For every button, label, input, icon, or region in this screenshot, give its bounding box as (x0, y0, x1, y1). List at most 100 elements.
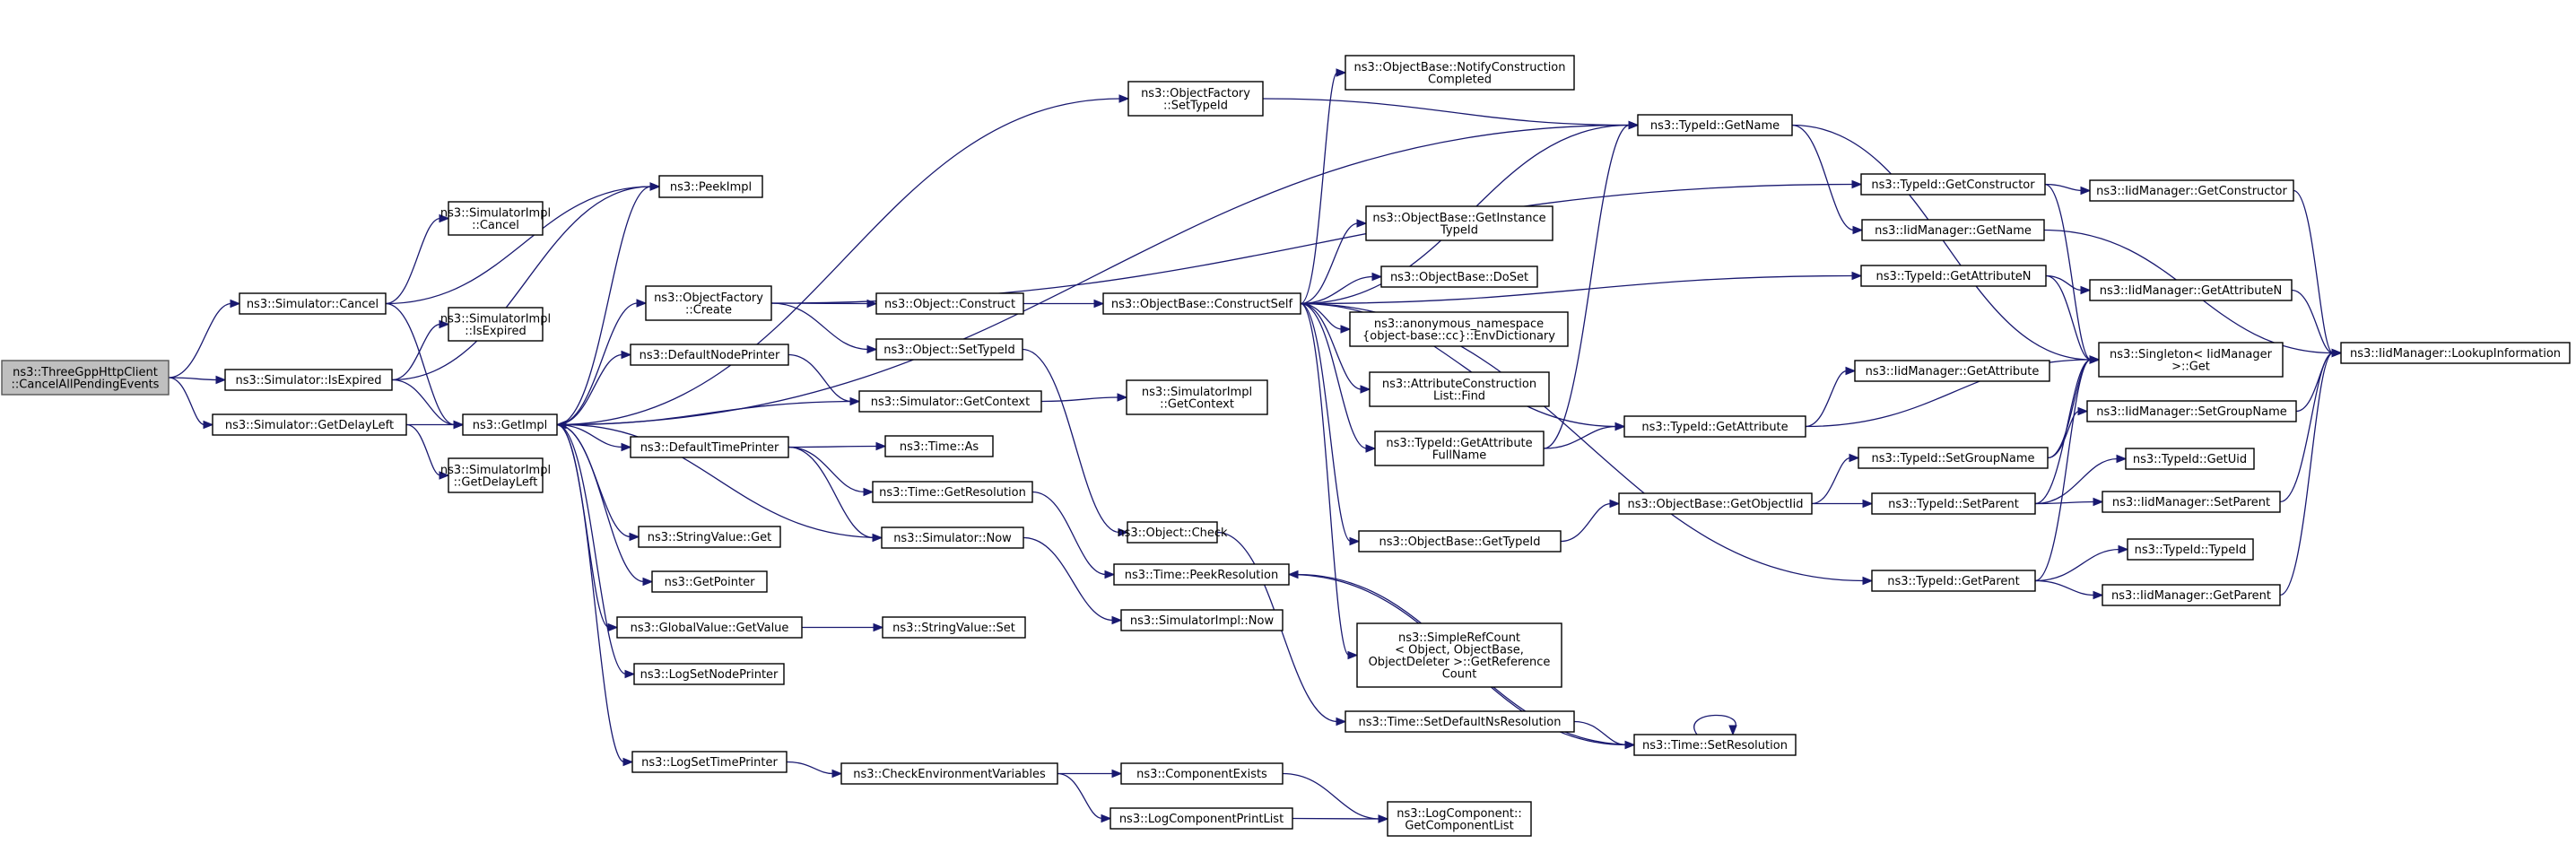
edge-arrowhead (1862, 576, 1874, 586)
node-sim-isexpired[interactable]: ns3::Simulator::IsExpired (224, 369, 393, 391)
edge-line (1300, 274, 1854, 305)
node-typeid-getparent[interactable]: ns3::TypeId::GetParent (1871, 570, 2036, 592)
edge-iidmanager-getconstructor-to-iidmanager-lookupinformation (2293, 189, 2343, 358)
edge-typeid-getname-to-singleton-get (1791, 124, 2101, 364)
node-logsettimeprinter[interactable]: ns3::LogSetTimePrinter (631, 751, 788, 773)
node-object-check[interactable]: ns3::Object::Check (1117, 521, 1228, 544)
edge-objbase-constructself-to-objbase-doset (1300, 272, 1383, 305)
node-typeid-typeid[interactable]: ns3::TypeId::TypeId (2127, 538, 2254, 561)
node-objbase-doset[interactable]: ns3::ObjectBase::DoSet (1380, 265, 1538, 288)
node-typeid-getuid[interactable]: ns3::TypeId::GetUid (2125, 448, 2255, 470)
node-time-setresolution[interactable]: ns3::Time::SetResolution (1633, 734, 1797, 756)
edge-arrowhead (1336, 717, 1347, 727)
node-box (651, 570, 768, 593)
node-simimpl-isexpired[interactable]: ns3::SimulatorImpl::IsExpired (440, 307, 551, 342)
edge-arrowhead (1728, 725, 1737, 736)
node-typeid-getconstructor[interactable]: ns3::TypeId::GetConstructor (1860, 173, 2046, 196)
node-label: ns3::AttributeConstruction (1382, 378, 1536, 391)
node-objfactory-create[interactable]: ns3::ObjectFactory::Create (645, 285, 772, 321)
node-simimpl-getdelayleft[interactable]: ns3::SimulatorImpl::GetDelayLeft (440, 457, 551, 493)
node-root[interactable]: ns3::ThreeGppHttpClient::CancelAllPendin… (1, 360, 170, 396)
node-iidmanager-getname[interactable]: ns3::IidManager::GetName (1861, 219, 2045, 241)
node-iidmanager-getattribute[interactable]: ns3::IidManager::GetAttribute (1854, 360, 2050, 382)
node-simplerefcount[interactable]: ns3::SimpleRefCount< Object, ObjectBase,… (1356, 622, 1562, 688)
node-box (1871, 492, 2036, 515)
edge-objbase-constructself-to-envdictionary (1300, 302, 1352, 334)
node-iidmanager-setgroupname[interactable]: ns3::IidManager::SetGroupName (2086, 400, 2297, 422)
node-logcomponentprintlist[interactable]: ns3::LogComponentPrintList (1110, 807, 1293, 830)
node-sim-getcontext[interactable]: ns3::Simulator::GetContext (858, 390, 1042, 413)
node-label: ns3::IidManager::GetConstructor (2096, 185, 2287, 198)
node-box (2340, 342, 2571, 364)
node-logcomponent-getcomponentlist[interactable]: ns3::LogComponent::GetComponentList (1387, 801, 1532, 837)
node-box (1618, 492, 1813, 515)
node-box (2102, 584, 2281, 606)
node-objbase-gettypeid[interactable]: ns3::ObjectBase::GetTypeId (1358, 530, 1562, 553)
node-time-peekresolution[interactable]: ns3::Time::PeekResolution (1113, 563, 1290, 586)
node-box (1356, 622, 1562, 688)
node-defaultnodeprinter[interactable]: ns3::DefaultNodePrinter (630, 344, 789, 366)
node-time-setdefaultnsresolution[interactable]: ns3::Time::SetDefaultNsResolution (1345, 710, 1575, 733)
node-typeid-setparent[interactable]: ns3::TypeId::SetParent (1871, 492, 2036, 515)
edge-arrowhead (1118, 527, 1129, 537)
node-getpointer[interactable]: ns3::GetPointer (651, 570, 768, 593)
node-iidmanager-getconstructor[interactable]: ns3::IidManager::GetConstructor (2089, 179, 2294, 202)
node-sim-now[interactable]: ns3::Simulator::Now (881, 526, 1024, 549)
node-simimpl-cancel[interactable]: ns3::SimulatorImpl::Cancel (440, 201, 551, 236)
edge-arrowhead (1851, 271, 1863, 281)
node-iidmanager-lookupinformation[interactable]: ns3::IidManager::LookupInformation (2340, 342, 2571, 364)
node-time-getresolution[interactable]: ns3::Time::GetResolution (872, 481, 1033, 503)
node-time-as[interactable]: ns3::Time::As (884, 435, 994, 457)
node-iidmanager-getparent[interactable]: ns3::IidManager::GetParent (2102, 584, 2281, 606)
edge-arrowhead (439, 213, 450, 223)
node-logsetnodeprinter[interactable]: ns3::LogSetNodePrinter (633, 663, 785, 685)
node-objbase-notifyconstruction[interactable]: ns3::ObjectBase::NotifyConstructionCompl… (1345, 55, 1575, 91)
node-componentexists[interactable]: ns3::ComponentExists (1120, 762, 1284, 785)
node-objfactory-settypeid[interactable]: ns3::ObjectFactory::SetTypeId (1127, 81, 1264, 117)
edge-arrowhead (2331, 348, 2343, 358)
node-object-settypeid[interactable]: ns3::Object::SetTypeId (875, 338, 1023, 361)
node-simimpl-now[interactable]: ns3::SimulatorImpl::Now (1120, 609, 1284, 631)
node-object-construct[interactable]: ns3::Object::Construct (875, 292, 1024, 315)
node-sim-cancel[interactable]: ns3::Simulator::Cancel (239, 292, 387, 315)
edge-arrowhead (2080, 186, 2092, 196)
node-stringvalue-set[interactable]: ns3::StringValue::Set (882, 616, 1026, 639)
edge-iidmanager-getattributen-to-iidmanager-lookupinformation (2291, 289, 2343, 358)
node-getimpl[interactable]: ns3::GetImpl (462, 413, 558, 436)
node-label: ns3::Time::As (900, 440, 979, 454)
edge-line (2034, 359, 2092, 582)
node-simimpl-getcontext[interactable]: ns3::SimulatorImpl::GetContext (1126, 379, 1268, 415)
node-sim-getdelayleft[interactable]: ns3::Simulator::GetDelayLeft (212, 413, 407, 436)
node-iidmanager-getattributen[interactable]: ns3::IidManager::GetAttributeN (2089, 279, 2293, 301)
node-typeid-getattributen[interactable]: ns3::TypeId::GetAttributeN (1860, 265, 2047, 287)
node-label: ns3::GetPointer (665, 576, 755, 589)
node-defaulttimeprinter[interactable]: ns3::DefaultTimePrinter (630, 436, 789, 458)
node-typeid-getattribute[interactable]: ns3::TypeId::GetAttribute (1623, 415, 1806, 438)
node-typeid-getname[interactable]: ns3::TypeId::GetName (1637, 114, 1793, 136)
edge-typeid-setgroupname-to-iidmanager-setgroupname (2047, 406, 2089, 459)
node-objbase-constructself[interactable]: ns3::ObjectBase::ConstructSelf (1102, 292, 1301, 315)
node-label: ns3::LogComponentPrintList (1119, 813, 1284, 826)
edge-defaulttimeprinter-to-time-as (788, 441, 887, 451)
node-globalvalue-getvalue[interactable]: ns3::GlobalValue::GetValue (616, 616, 803, 639)
node-box (1380, 265, 1538, 288)
node-singleton-get[interactable]: ns3::Singleton< IidManager>::Get (2098, 342, 2284, 378)
node-checkenv[interactable]: ns3::CheckEnvironmentVariables (840, 762, 1058, 785)
node-box (631, 751, 788, 773)
node-peekimpl[interactable]: ns3::PeekImpl (658, 175, 763, 198)
node-iidmanager-setparent[interactable]: ns3::IidManager::SetParent (2102, 491, 2281, 513)
edge-arrowhead (203, 420, 214, 430)
node-typeid-setgroupname[interactable]: ns3::TypeId::SetGroupName (1858, 447, 2049, 469)
edge-sim-cancel-to-simimpl-cancel (385, 213, 450, 305)
node-box (1858, 447, 2049, 469)
node-stringvalue-get[interactable]: ns3::StringValue::Get (638, 526, 781, 548)
node-objbase-getobjectiid[interactable]: ns3::ObjectBase::GetObjectIid (1618, 492, 1813, 515)
node-box (1113, 563, 1290, 586)
edge-arrowhead (555, 420, 567, 430)
node-box (1861, 219, 2045, 241)
node-envdictionary[interactable]: ns3::anonymous_namespace{object-base::cc… (1349, 311, 1569, 347)
edge-logsettimeprinter-to-checkenv (786, 761, 843, 779)
